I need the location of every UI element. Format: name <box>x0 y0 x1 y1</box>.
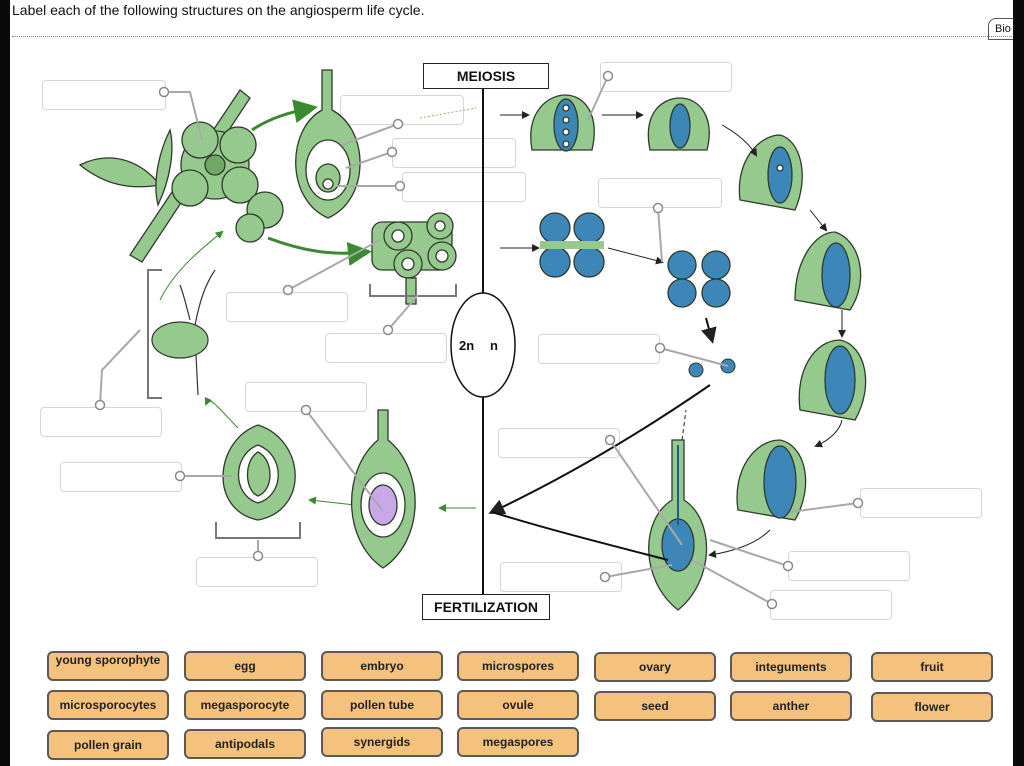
term-flower[interactable]: flower <box>871 692 993 722</box>
arrow-fruit-to-sporophyte <box>204 396 239 429</box>
drop-zone-ovary[interactable] <box>340 95 464 125</box>
ploidy-oval <box>450 292 516 398</box>
arrow-to-anther <box>267 236 372 266</box>
arrow-female-3 <box>721 124 758 157</box>
term-pollen-tube[interactable]: pollen tube <box>321 690 443 720</box>
anther-illustration <box>371 212 457 305</box>
term-fruit[interactable]: fruit <box>871 652 993 682</box>
divider <box>12 36 1012 37</box>
embryo-sac-stage-3 <box>798 339 867 421</box>
term-ovule[interactable]: ovule <box>457 690 579 720</box>
arrow-fertilization <box>488 384 711 515</box>
pistil-illustration <box>295 69 361 219</box>
arrow-male-3 <box>701 317 717 344</box>
sporophyte-bracket <box>147 269 162 399</box>
drop-zone-egg[interactable] <box>788 551 910 581</box>
life-cycle-diagram: 2n n <box>78 69 867 611</box>
leader-pins <box>94 70 864 610</box>
arrow-sporophyte-to-flower <box>159 230 224 301</box>
fertilization-ovule-illustration <box>648 439 708 611</box>
term-ovary[interactable]: ovary <box>594 652 716 682</box>
term-anther[interactable]: anther <box>730 691 852 721</box>
term-synergids[interactable]: synergids <box>321 727 443 757</box>
drop-zone-ovule[interactable] <box>392 138 516 168</box>
fertilization-label: FERTILIZATION <box>422 594 550 620</box>
term-megasporocyte[interactable]: megasporocyte <box>184 690 306 720</box>
megasporocyte-stage <box>530 94 595 152</box>
microsporocyte-stage <box>539 212 605 278</box>
term-seed[interactable]: seed <box>594 691 716 721</box>
drop-zone-antipodals[interactable] <box>860 488 982 518</box>
term-antipodals[interactable]: antipodals <box>184 729 306 759</box>
drop-zone-synergids[interactable] <box>770 590 892 620</box>
term-microsporocytes[interactable]: microsporocytes <box>47 690 169 720</box>
arrow-pollen-to-ovule <box>681 409 687 441</box>
young-sporophyte-illustration <box>151 269 216 396</box>
fruit-illustration <box>222 424 296 521</box>
drop-zone-flower[interactable] <box>42 80 166 110</box>
drop-zone-seed[interactable] <box>60 462 182 492</box>
flower-branch-illustration <box>78 89 284 263</box>
arrow-female-7 <box>708 529 771 559</box>
tab-bio[interactable]: Bio <box>988 18 1013 40</box>
drop-zone-megasporocyte[interactable] <box>600 62 732 92</box>
leader-lines <box>99 75 859 605</box>
arrow-female-4 <box>809 209 828 232</box>
term-embryo[interactable]: embryo <box>321 651 443 681</box>
anther-bracket <box>369 284 457 297</box>
drop-zone-integuments[interactable] <box>402 172 526 202</box>
embryo-sac-stage-1 <box>738 134 803 211</box>
arrow-ovule-to-fruit <box>308 496 356 506</box>
fruit-bracket <box>215 522 301 539</box>
term-integuments[interactable]: integuments <box>730 652 852 682</box>
page: Label each of the following structures o… <box>10 0 1013 766</box>
drop-zone-pollen-tube[interactable] <box>498 428 620 458</box>
drop-zone-pollen-grain[interactable] <box>538 334 660 364</box>
term-egg[interactable]: egg <box>184 651 306 681</box>
arrow-to-pistil <box>251 99 318 132</box>
meiosis-label: MEIOSIS <box>423 63 549 89</box>
drop-zone-microsporocytes[interactable] <box>598 178 722 208</box>
drop-zone-fruit[interactable] <box>196 557 318 587</box>
mature-embryo-sac-stage <box>736 439 807 521</box>
megaspores-stage <box>647 97 710 151</box>
ovule-egg-illustration <box>351 409 416 569</box>
ploidy-n-label: n <box>490 338 498 353</box>
term-pollen-grain[interactable]: pollen grain <box>47 730 169 760</box>
question-text: Label each of the following structures o… <box>12 2 425 18</box>
dotted-connector <box>419 107 477 119</box>
arrow-female-6 <box>814 419 843 448</box>
term-microspores[interactable]: microspores <box>457 651 579 681</box>
arrow-fertilization-2 <box>491 511 669 561</box>
term-megaspores[interactable]: megaspores <box>457 727 579 757</box>
drop-zone-anther[interactable] <box>226 292 348 322</box>
drop-zone-microspores[interactable] <box>325 333 447 363</box>
pollen-grain-pair <box>688 358 736 378</box>
embryo-sac-stage-2 <box>794 231 862 311</box>
term-young-sporophyte[interactable]: young sporophyte <box>47 651 169 681</box>
microspore-stage <box>667 250 731 308</box>
arrow-male-2 <box>607 247 664 265</box>
ploidy-2n-label: 2n <box>459 338 474 353</box>
drop-zone-young-sporophyte[interactable] <box>40 407 162 437</box>
